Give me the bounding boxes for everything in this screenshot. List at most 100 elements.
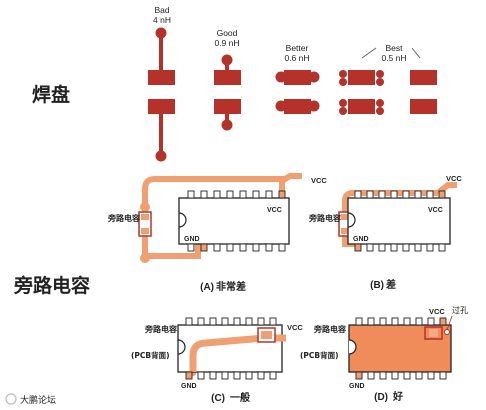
pad-rating-better: Better (286, 43, 309, 53)
via-dot (308, 100, 320, 112)
via-dot (275, 71, 287, 83)
cap-label: 旁路电容 (313, 324, 346, 334)
pad-example-good: Good 0.9 nH (214, 28, 241, 131)
pad-inductance-best: 0.5 nH (381, 53, 406, 63)
via-dot (140, 202, 150, 212)
layout-letter-b: (B) (370, 280, 384, 291)
via-dot (155, 150, 167, 162)
via-dot (308, 71, 320, 83)
vcc-label: VCC (311, 176, 327, 185)
via-dot (444, 329, 450, 335)
chip-pins-bottom (355, 371, 447, 380)
pad-example-better: Better 0.6 nH (275, 43, 320, 114)
layout-letter-c: (C) (211, 393, 225, 404)
via-dot (339, 70, 347, 78)
pad (214, 99, 241, 114)
layout-c: VCC GND 旁路电容 (PCB背面) (C) 一般 (131, 317, 303, 404)
pad (284, 70, 311, 85)
cap-pad (341, 228, 349, 234)
layout-b: VCC VCC GND 旁路电容 (B) 差 (308, 174, 462, 291)
chip-pins-top (187, 190, 286, 199)
heading-bypass-caps: 旁路电容 (13, 274, 90, 297)
pad (410, 70, 437, 85)
watermark-text: 大鹏论坛 (20, 394, 56, 406)
cap-pad (141, 214, 149, 220)
chip-pins-bottom (185, 371, 277, 380)
chip-pins-top (185, 317, 277, 326)
pcb-back-note: (PCB背面) (131, 350, 170, 360)
pad (148, 70, 175, 85)
pad (410, 99, 437, 114)
cap-pad (341, 214, 349, 220)
via-dot (376, 70, 384, 78)
pad (348, 99, 375, 114)
chip-notch (177, 339, 186, 355)
via-dot (376, 107, 384, 115)
vcc-trace (189, 334, 286, 372)
heading-pads: 焊盘 (32, 83, 70, 106)
via-dot (221, 119, 233, 131)
layout-caption-b: 差 (386, 278, 396, 291)
vcc-pin-label: VCC (428, 207, 443, 214)
cap-label: 旁路电容 (144, 324, 177, 334)
chip-notch (347, 212, 356, 228)
vcc-pin-label: VCC (267, 207, 282, 214)
chip-notch (178, 212, 187, 228)
layout-caption-d: 好 (392, 390, 403, 403)
layout-caption-c: 一般 (230, 391, 250, 404)
chip-pins-top (354, 190, 446, 199)
layout-letter-d: (D) (374, 392, 388, 403)
gnd-pin-label: GND (349, 383, 365, 390)
pad-inductance-better: 0.6 nH (284, 53, 309, 63)
pad (214, 70, 241, 85)
cap-pad (261, 331, 272, 339)
layout-letter-a: (A) (200, 282, 214, 293)
pad-inductance-bad: 4 nH (153, 15, 171, 25)
gnd-trace (142, 232, 201, 259)
chip-notch (348, 339, 357, 355)
cap-label: 旁路电容 (107, 213, 140, 223)
cap-label: 旁路电容 (308, 213, 341, 223)
vcc-label: VCC (446, 174, 462, 183)
gnd-pin-label: GND (353, 236, 369, 243)
pad-rating-good: Good (217, 28, 238, 38)
vcc-label: VCC (287, 323, 303, 332)
vcc-label: VCC (429, 307, 445, 316)
ic-chip (347, 197, 451, 245)
chip-pins-top (355, 317, 447, 326)
vcc-trace (342, 190, 438, 223)
pad-example-best: Best 0.5 nH (339, 43, 437, 115)
via-dot (339, 107, 347, 115)
layout-a: VCC VCC GND 旁路电容 (A) 非常差 (107, 173, 327, 293)
layout-caption-a: 非常差 (216, 280, 246, 293)
pad-rating-best: Best (385, 43, 403, 53)
via-dot (376, 78, 384, 86)
pad (148, 99, 175, 114)
pad (348, 70, 375, 85)
layout-d: VCC 过孔 GND 旁路电容 (PCB背面) (D) 好 (300, 305, 468, 403)
vcc-trace (142, 176, 285, 209)
chip-pins-bottom (187, 243, 286, 252)
ic-chip (178, 197, 290, 245)
pad-inductance-good: 0.9 nH (214, 38, 239, 48)
via-dot (140, 253, 150, 263)
gnd-pin-label: GND (181, 383, 197, 390)
gnd-pin-label: GND (184, 236, 200, 243)
pcb-back-note: (PCB背面) (300, 350, 339, 360)
via-dot (155, 27, 167, 39)
vcc-trace (280, 173, 302, 184)
chip-pins-bottom (354, 243, 446, 252)
via-leader-line (446, 315, 453, 331)
via-dot (339, 99, 347, 107)
leader-line (361, 47, 377, 59)
pad-rating-bad: Bad (154, 5, 169, 15)
via-dot (376, 99, 384, 107)
via-dot (339, 78, 347, 86)
pad (284, 99, 311, 114)
cap-pad (141, 228, 149, 234)
via-label: 过孔 (452, 305, 468, 315)
cap-pad (429, 329, 438, 337)
pad-example-bad: Bad 4 nH (148, 5, 175, 162)
leader-line (411, 47, 421, 59)
